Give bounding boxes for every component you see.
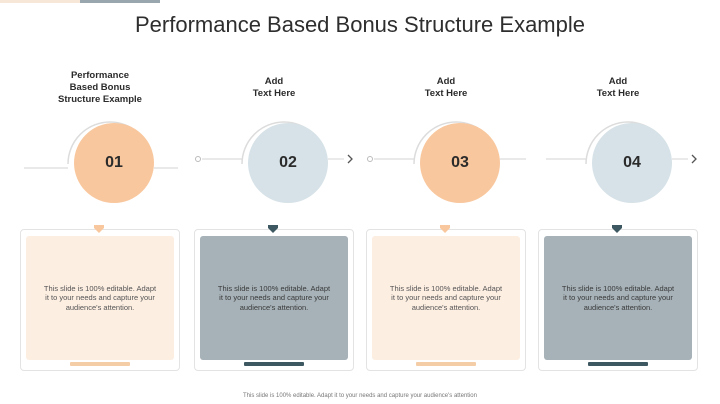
page-title: Performance Based Bonus Structure Exampl… (134, 12, 585, 37)
step-label: Add Text Here (252, 76, 296, 99)
pin-marker-icon (268, 225, 278, 233)
step-number-circle: 04 (592, 123, 672, 203)
pin-marker-icon (612, 225, 622, 233)
chevron-right-icon (691, 154, 697, 164)
pin-marker-icon (440, 225, 450, 233)
card-underline (416, 362, 476, 366)
connector-line (24, 167, 178, 169)
step-card: This slide is 100% editable. Adapt it to… (26, 236, 174, 360)
step-body: This slide is 100% editable. Adapt it to… (217, 283, 331, 312)
step-4: Add Text Here 04 This slide is 100% edit… (534, 58, 702, 378)
connector-line (195, 154, 353, 164)
card-underline (244, 362, 304, 366)
step-body: This slide is 100% editable. Adapt it to… (389, 283, 503, 312)
step-card: This slide is 100% editable. Adapt it to… (372, 236, 520, 360)
chevron-right-icon (347, 154, 353, 164)
step-number-circle: 02 (248, 123, 328, 203)
step-number-circle: 01 (74, 123, 154, 203)
step-2: Add Text Here 02 This slide is 100% edit… (190, 58, 358, 378)
step-1: Performance Based Bonus Structure Exampl… (16, 58, 184, 378)
top-strip-peach (0, 0, 80, 3)
step-body: This slide is 100% editable. Adapt it to… (561, 283, 675, 312)
connector-line (546, 154, 697, 164)
step-label: Add Text Here (596, 76, 640, 99)
step-label: Add Text Here (424, 76, 468, 99)
pin-marker-icon (94, 225, 104, 233)
step-label: Performance Based Bonus Structure Exampl… (58, 70, 142, 105)
connector-line (367, 156, 526, 162)
card-underline (588, 362, 648, 366)
top-strip-gray (80, 0, 160, 3)
step-number-circle: 03 (420, 123, 500, 203)
footer-note: This slide is 100% editable. Adapt it to… (243, 393, 477, 399)
step-card: This slide is 100% editable. Adapt it to… (544, 236, 692, 360)
card-underline (70, 362, 130, 366)
step-body: This slide is 100% editable. Adapt it to… (43, 283, 157, 312)
step-card: This slide is 100% editable. Adapt it to… (200, 236, 348, 360)
step-3: Add Text Here 03 This slide is 100% edit… (362, 58, 530, 378)
